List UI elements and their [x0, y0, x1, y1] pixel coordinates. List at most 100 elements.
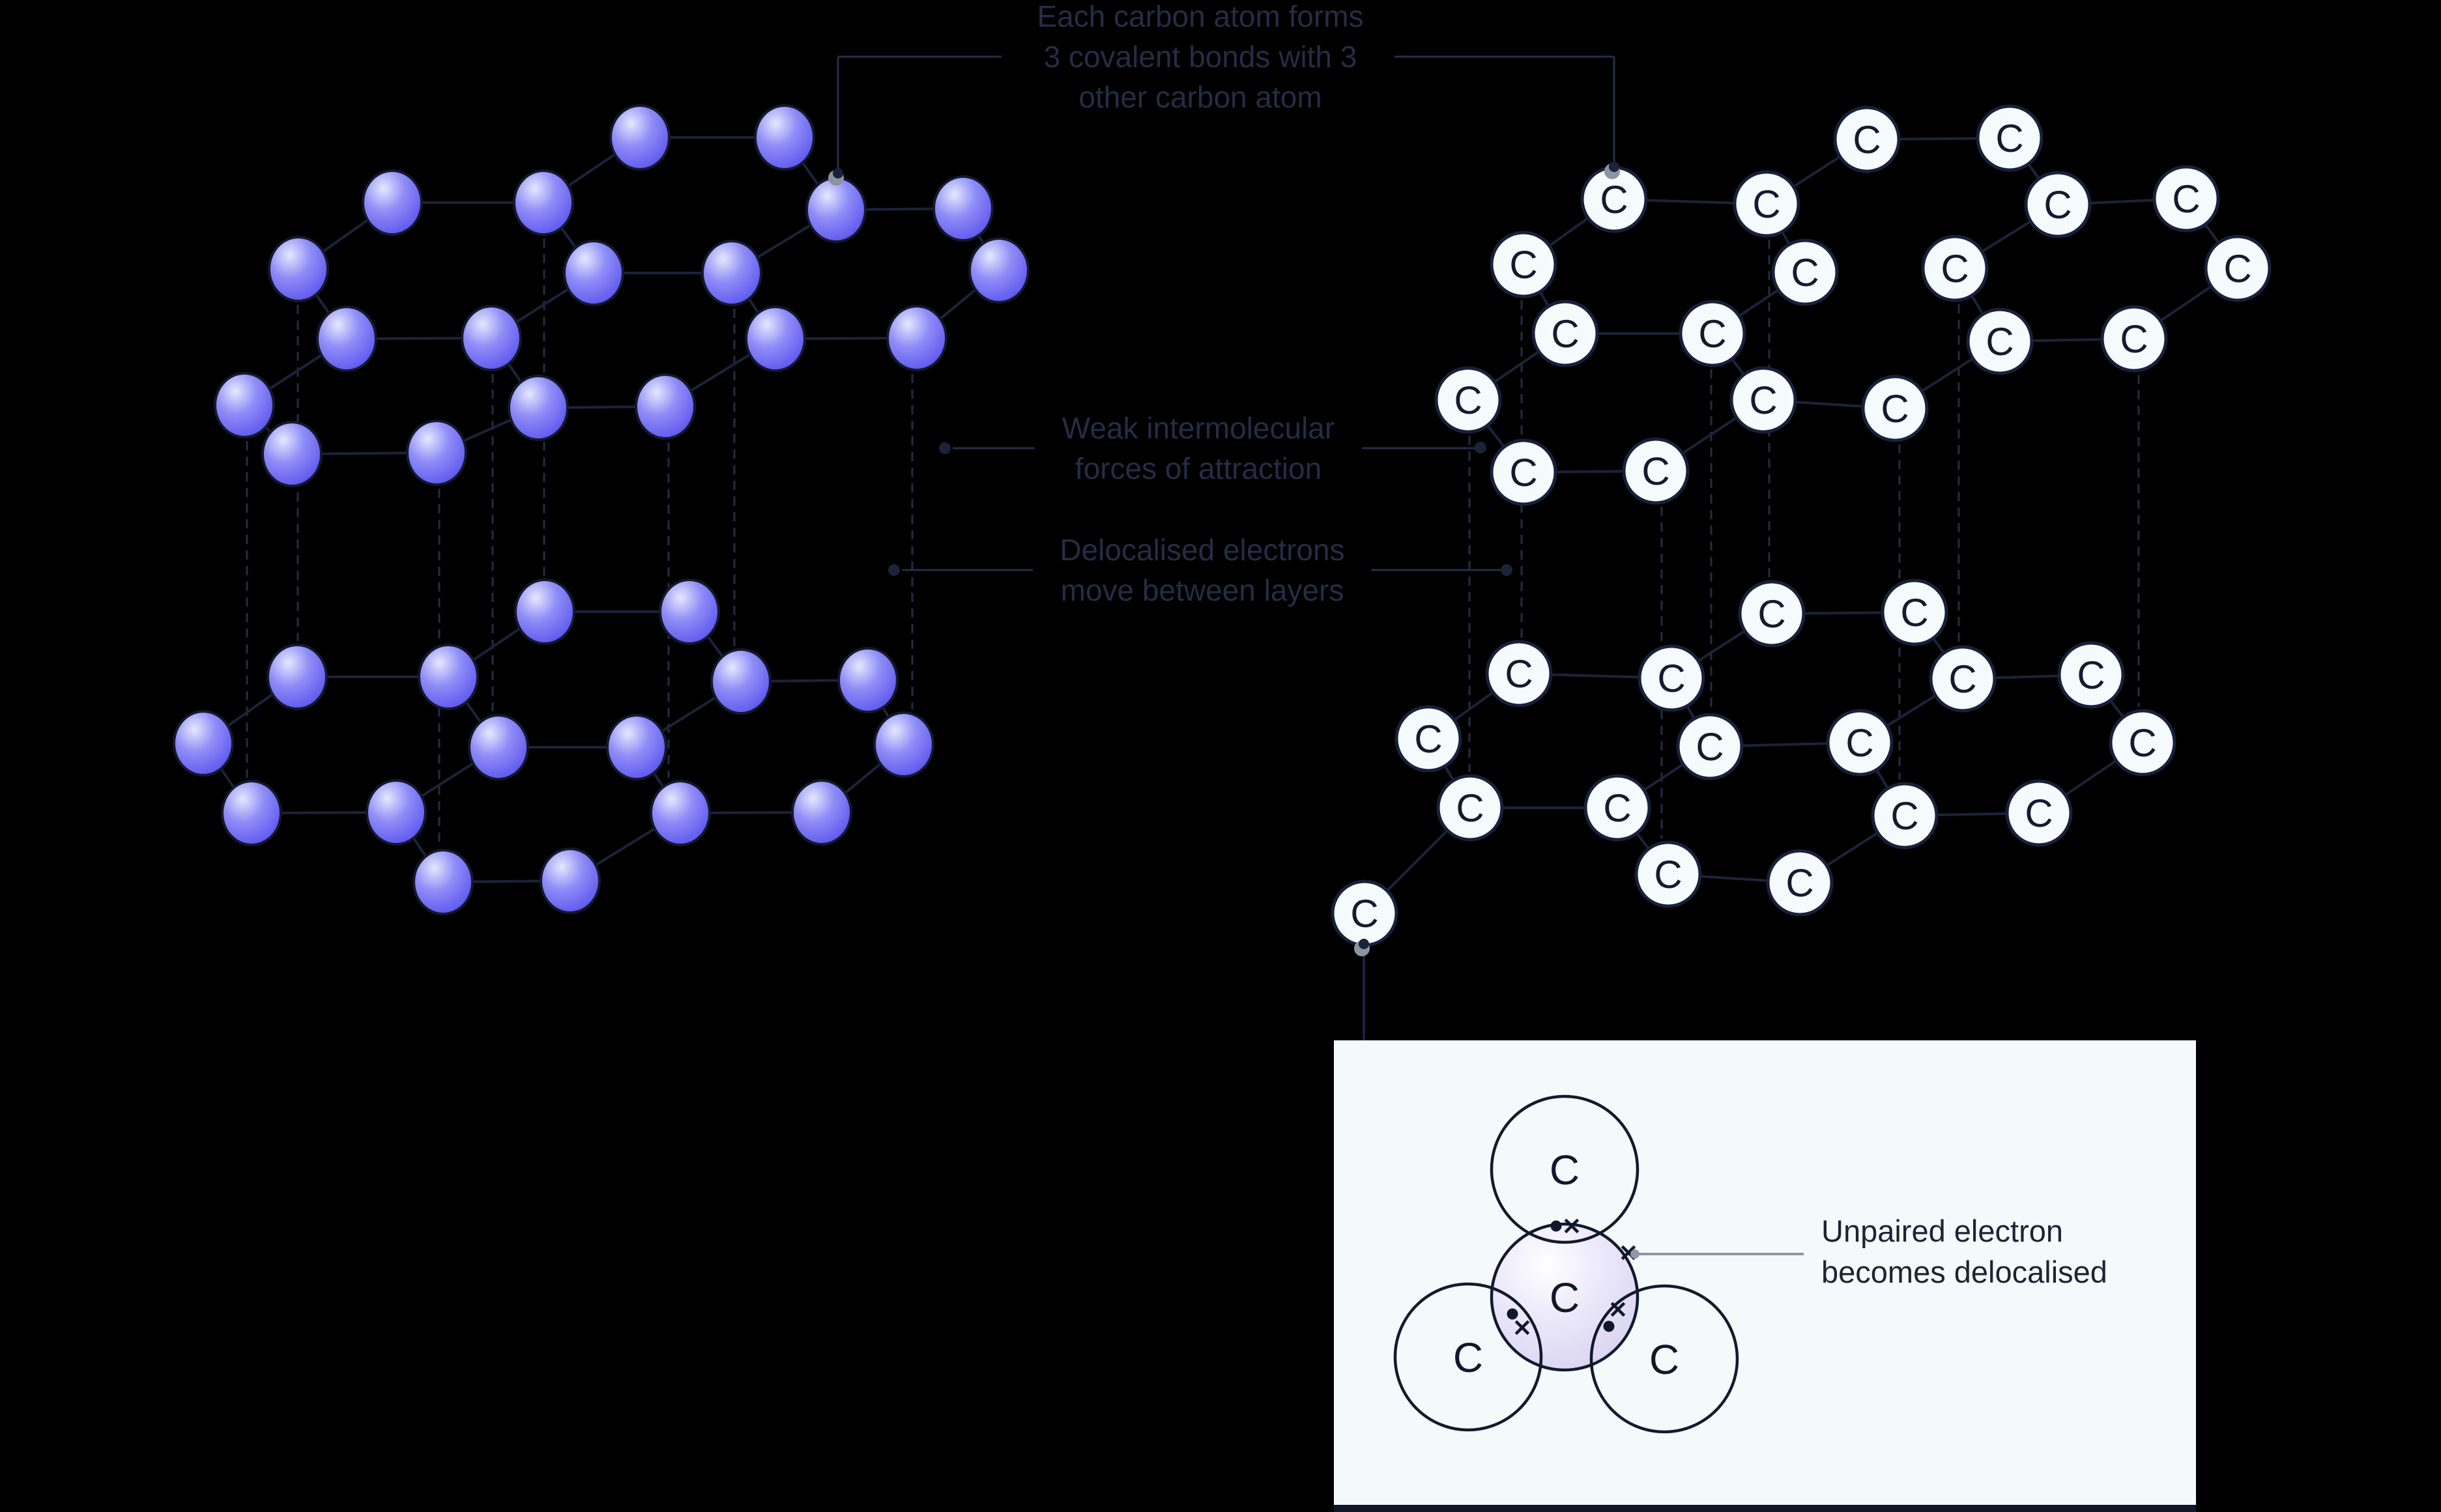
left-carbon-atom-sphere — [837, 647, 899, 713]
right-carbon-atom-label: C — [1456, 786, 1484, 830]
right-carbon-atom-circle — [1676, 713, 1744, 780]
top-annotation-right-connector-endpoint-dot — [1609, 162, 1619, 172]
right-carbon-atom-label: C — [1600, 178, 1628, 221]
annotation-connectors — [828, 55, 1620, 1041]
right-carbon-atom-label: C — [1509, 243, 1537, 287]
right-carbon-atom-label: C — [2128, 721, 2156, 765]
unpaired-pointer-dot — [1630, 1249, 1639, 1259]
delocalised-right-dot — [1501, 564, 1512, 576]
right-carbon-atom-circle — [1490, 231, 1557, 298]
delocalised-left-dot — [888, 564, 900, 576]
left-carbon-atom-sphere — [791, 779, 852, 846]
inset-top-carbon-shell — [1490, 1094, 1639, 1244]
right-carbon-atom-label: C — [1698, 312, 1726, 356]
right-carbon-atom-circle — [1738, 580, 1806, 648]
right-carbon-atom-label: C — [1757, 592, 1785, 636]
right-carbon-atom-circle — [2057, 641, 2125, 709]
right-carbon-atom-circle — [1622, 437, 1690, 505]
right-carbon-atom-label: C — [1603, 786, 1631, 830]
right-carbon-atom-circle — [2152, 165, 2220, 233]
inset-carbon-label: C — [1649, 1336, 1679, 1383]
right-carbon-atom-label: C — [1454, 378, 1482, 422]
right-carbon-atom-label: C — [1995, 117, 2023, 160]
left-carbon-atom-sphere — [968, 237, 1030, 304]
right-carbon-atom-circle — [1833, 106, 1901, 173]
shared-electron-dot — [1507, 1308, 1518, 1320]
right-carbon-atom-circle — [1826, 709, 1894, 777]
left-carbon-atom-sphere — [650, 780, 711, 846]
right-carbon-atom-label: C — [2120, 317, 2148, 361]
right-carbon-atom-circle — [1929, 645, 1997, 713]
right-carbon-atom-circle — [2100, 305, 2168, 373]
right-carbon-atom-label: C — [2077, 653, 2105, 697]
left-carbon-atom-sphere — [805, 177, 867, 243]
right-carbon-atom-label: C — [1853, 118, 1881, 162]
right-carbon-atom-label: C — [1509, 451, 1537, 494]
unpaired-electron-label-line-1: Unpaired electron — [1821, 1214, 2063, 1248]
top-annotation-line-1: Each carbon atom forms — [1037, 0, 1363, 33]
right-carbon-atom-circle — [1436, 774, 1504, 842]
right-carbon-atom-circle — [1771, 238, 1839, 306]
right-carbon-atom-label: C — [1785, 861, 1813, 905]
left-carbon-atom-sphere — [418, 644, 479, 710]
left-carbon-atom-sphere — [461, 305, 522, 371]
left-carbon-atom-sphere — [754, 104, 815, 171]
shared-electron-cross: ✕ — [1608, 1296, 1628, 1323]
right-carbon-atom-circle — [1733, 170, 1800, 238]
left-carbon-atom-sphere — [406, 420, 467, 486]
left-carbon-atom-sphere — [514, 578, 575, 645]
right-carbon-atom-label: C — [1845, 721, 1873, 765]
left-carbon-atom-sphere — [635, 373, 696, 440]
weak-forces-label-line-2: forces of attraction — [1075, 451, 1322, 485]
right-carbon-atom-circle — [2005, 779, 2073, 847]
left-carbon-atom-sphere — [932, 175, 994, 242]
right-carbon-atom-circle — [1583, 774, 1651, 842]
top-annotation-line-2: 3 covalent bonds with 3 — [1044, 40, 1357, 74]
left-carbon-atom-sphere — [221, 780, 282, 846]
right-carbon-atom-circle — [1638, 644, 1705, 712]
left-carbon-atom-sphere — [214, 372, 275, 438]
right-carbon-atom-label: C — [1948, 657, 1976, 701]
right-carbon-atom-circle — [1881, 578, 1948, 646]
right-carbon-atom-circle — [1729, 366, 1797, 434]
left-carbon-atom-sphere — [366, 779, 427, 846]
right-carbon-atom-label: C — [1890, 794, 1918, 838]
left-carbon-atom-sphere — [412, 849, 474, 915]
delocalised-label-line-2: move between layers — [1061, 573, 1344, 607]
left-carbon-atom-sphere — [468, 714, 529, 780]
right-carbon-atom-label: C — [1551, 312, 1579, 356]
unpaired-electron-label-line-2: becomes delocalised — [1821, 1255, 2107, 1289]
inset-central-atom-fill — [1492, 1224, 1638, 1370]
right-carbon-atom-label: C — [1414, 717, 1442, 761]
left-carbon-atom-sphere — [362, 169, 423, 236]
right-carbon-atom-circle — [1634, 840, 1702, 908]
right-carbon-atom-label: C — [1752, 182, 1780, 226]
left-carbon-atom-sphere — [513, 169, 574, 236]
right-carbon-atom-label: C — [1986, 320, 2014, 364]
right-carbon-atom-circle — [1394, 705, 1462, 773]
inset-central-carbon-shell — [1490, 1222, 1639, 1372]
left-carbon-atom-sphere — [886, 305, 947, 371]
shared-electron-cross: ✕ — [1562, 1213, 1582, 1240]
left-carbon-atom-sphere — [267, 644, 328, 710]
left-carbon-atom-sphere — [701, 240, 762, 306]
inset-background — [1334, 1040, 2196, 1512]
inset-bottom-left-carbon-shell — [1393, 1282, 1543, 1432]
right-carbon-atom-circle — [1976, 104, 2044, 172]
inset-bottom-right-carbon-shell — [1589, 1284, 1739, 1434]
left-carbon-atom-sphere — [710, 648, 772, 715]
inset-carbon-label: C — [1453, 1334, 1483, 1381]
annotation-text-layer: Each carbon atom forms 3 covalent bonds … — [1037, 0, 2107, 1289]
inset-carbon-label: C — [1550, 1274, 1580, 1321]
right-carbon-atom-label: C — [1749, 378, 1777, 422]
weak-forces-left-dot — [939, 442, 951, 454]
left-carbon-atom-sphere — [563, 240, 624, 306]
inset-link-dot — [1359, 939, 1369, 949]
right-carbon-atom-label: C — [1941, 247, 1969, 291]
right-carbon-atom-label: C — [2025, 792, 2053, 835]
shared-electron-dot — [1550, 1220, 1562, 1232]
shared-electron-dot — [1603, 1320, 1615, 1332]
right-carbon-atom-circle — [1921, 235, 1989, 302]
